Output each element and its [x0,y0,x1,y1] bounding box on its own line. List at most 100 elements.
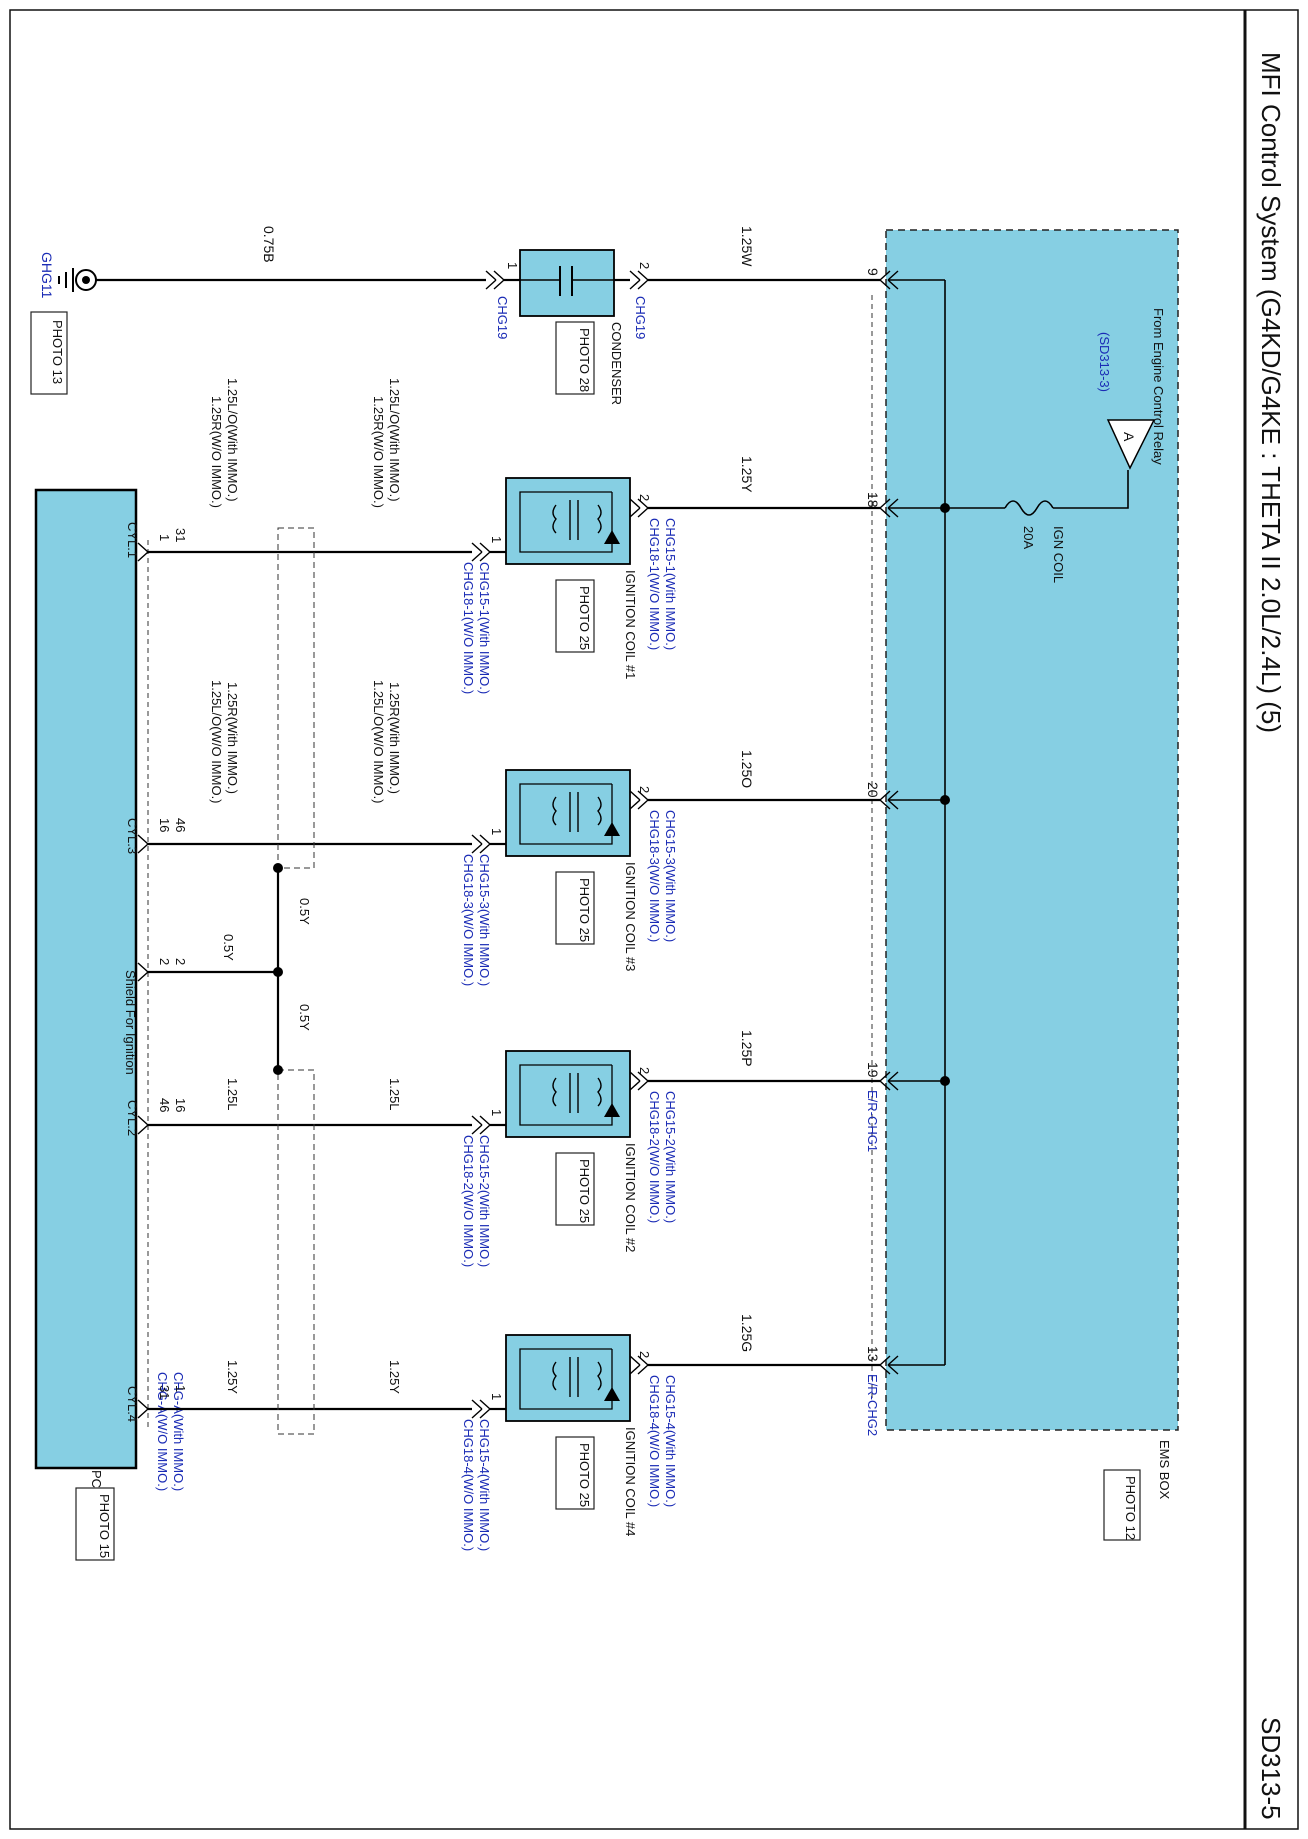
coil-connector-top-b[interactable]: CHG18-1(W/O IMMO.) [647,518,662,650]
relay-feed-wire [1053,470,1129,509]
coil-winding-icon [597,796,602,826]
ignition-coil-2: 1.25P 19 E/R-CHG1 2 CHG15-2(With IMMO.) … [125,1030,881,1267]
pcm-connector-a[interactable]: CHG-A(With IMMO.) [171,1372,186,1491]
connector-chevron-icon [137,834,149,854]
coil-connector-bot-a[interactable]: CHG15-2(With IMMO.) [477,1135,492,1267]
fuse-name: IGN COIL [1051,526,1066,583]
coil-connector-bot-b[interactable]: CHG18-2(W/O IMMO.) [461,1135,476,1267]
coil-connector-bot-b[interactable]: CHG18-3(W/O IMMO.) [461,854,476,986]
connector-a-triangle-icon [1106,419,1156,470]
ignition-coil-4: 1.25G 13 E/R-CHG2 2 CHG15-4(With IMMO.) … [125,1314,881,1551]
coil-connector-top-b[interactable]: CHG18-3(W/O IMMO.) [647,810,662,942]
condenser-connector-right[interactable]: CHG19 [633,296,648,339]
coil-connector-bot-a[interactable]: CHG15-1(With IMMO.) [477,562,492,694]
condenser-name: CONDENSER [609,322,624,405]
condenser-pin-2: 2 [637,262,652,269]
bus-junction [940,1076,950,1086]
fuse-icon [1004,500,1054,516]
coil-connector-bot-a[interactable]: CHG15-3(With IMMO.) [477,854,492,986]
coil-winding-icon [552,504,557,534]
coil-photo-frame [555,579,595,653]
coil-connector-top-a[interactable]: CHG15-3(With IMMO.) [663,810,678,942]
shield-wire-mid: 0.5Y [221,934,236,961]
coil-ems-wire-label: 1.25O [739,750,755,788]
connector-chevron-icon [879,270,899,290]
ignition-coil-3: 1.25O 20 2 CHG15-3(With IMMO.) CHG18-3(W… [125,680,881,986]
diode-icon [604,1387,620,1401]
ignition-coil-1: 1.25Y 18 2 CHG15-1(With IMMO.) CHG18-1(W… [125,378,881,694]
coil-pcm-wire-b: 1.25R(W/O IMMO.) [371,396,386,508]
coil-winding-icon [552,1077,557,1107]
fuse-rating: 20A [1021,526,1036,549]
shield-wire-top: 0.5Y [297,898,312,925]
connector-chevron-icon [629,1071,649,1091]
pcm-connector-b[interactable]: CHG-A(W/O IMMO.) [155,1372,170,1491]
ground-id[interactable]: GHG11 [39,252,55,299]
connector-chevron-icon [879,790,899,810]
condenser-component [519,249,615,317]
ems-photo-tag: PHOTO 12 [1123,1476,1138,1540]
coil-connector-top-b[interactable]: CHG18-4(W/O IMMO.) [647,1375,662,1507]
coil-ems-wire-label: 1.25P [739,1030,755,1067]
shield-junction [273,1065,283,1075]
pcm-shield-label: Shield For Ignition [123,970,138,1075]
coil-pcm-wire-a: 1.25Y [387,1360,402,1394]
condenser-photo-frame [555,321,595,395]
coil-photo-frame [555,1436,595,1510]
pcm-cylinder-label: CYL.2 [125,1100,140,1136]
coil-ems-wire-label: 1.25Y [739,456,755,493]
coil-connector-top-a[interactable]: CHG15-1(With IMMO.) [663,518,678,650]
coil-ems-note: E/R-CHG2 [865,1374,880,1436]
ems-box [885,229,1179,1431]
coil-pcm-wire-c: 1.25L [225,1078,240,1111]
coil-pin-2: 2 [637,786,652,793]
connector-chevron-icon [879,498,899,518]
coil-connector-bot-b[interactable]: CHG18-1(W/O IMMO.) [461,562,476,694]
ground-wire-label: 0.75B [261,226,277,263]
coil-connector-top-a[interactable]: CHG15-4(With IMMO.) [663,1375,678,1507]
coil-pcm-wire-a: 1.25L/O(With IMMO.) [387,378,402,502]
coil-name: IGNITION COIL #2 [623,1143,638,1252]
coil-pcm-pin-a: 46 [173,818,188,832]
coil-photo: PHOTO 25 [577,878,592,942]
diode-icon [604,822,620,836]
diode-icon [604,1103,620,1117]
condenser-pin-1: 1 [505,262,520,269]
connector-chevron-icon [485,270,505,290]
coil-pcm-pin-b: 31 [157,1385,172,1399]
ground-photo-frame [30,311,68,395]
coil-connector-top-a[interactable]: CHG15-2(With IMMO.) [663,1091,678,1223]
coil-ems-pin: 13 [865,1346,881,1362]
coil-pin-1: 1 [489,536,504,543]
coil-photo: PHOTO 25 [577,1159,592,1223]
relay-ref-link[interactable]: (SD313-3) [1097,332,1112,392]
condenser-ems-wire-label: 1.25W [739,226,755,267]
ground-terminal-icon [82,276,90,284]
shield-wire-bot: 0.5Y [297,1004,312,1031]
connector-chevron-icon [629,790,649,810]
coil-connector-bot-a[interactable]: CHG15-4(With IMMO.) [477,1419,492,1551]
condenser-connector-left[interactable]: CHG19 [495,296,510,339]
coil-connector-bot-b[interactable]: CHG18-4(W/O IMMO.) [461,1419,476,1551]
coil-pin-2: 2 [637,1067,652,1074]
coil-pcm-pin-a: 1 [173,1385,188,1392]
coil-name: IGNITION COIL #3 [623,862,638,971]
coil-pcm-pin-b: 16 [157,818,172,832]
shield-outline-top [277,527,315,869]
coil-name: IGNITION COIL #4 [623,1427,638,1536]
pcm-cylinder-label: CYL.1 [125,522,140,558]
shield-pin-b: 2 [157,958,172,965]
pcm-photo: PHOTO 15 [97,1494,112,1558]
bus-junction [940,795,950,805]
ems-box-label: EMS BOX [1157,1440,1172,1500]
coil-ems-note: E/R-CHG1 [865,1090,880,1152]
coil-pin-1: 1 [489,1109,504,1116]
coil-pin-2: 2 [637,1351,652,1358]
coil-connector-top-b[interactable]: CHG18-2(W/O IMMO.) [647,1091,662,1223]
coil-ems-pin: 18 [865,492,881,508]
connector-chevron-icon [879,1355,899,1375]
coil-pcm-wire-a: 1.25L [387,1078,402,1111]
coil-winding-icon [597,1361,602,1391]
diagram-title: MFI Control System (G4KD/G4KE : THETA II… [1256,52,1286,733]
pcm-cylinder-label: CYL.4 [125,1386,140,1422]
